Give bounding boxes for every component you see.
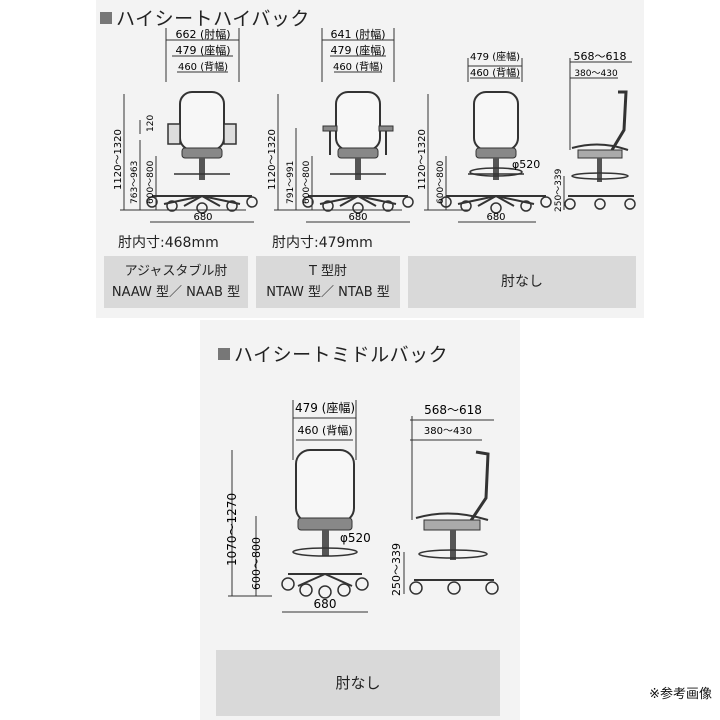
inner-width-t-arm: 肘内寸:479mm (272, 235, 373, 251)
dim-ring-mid: φ520 (340, 531, 371, 545)
dim-seat-width-3: 479 (座幅) (470, 50, 520, 63)
dim-arm-width-2: 641 (肘幅) (330, 27, 385, 41)
dim-arm-height-1: 763～963 (130, 161, 140, 204)
bullet-square-icon (218, 347, 230, 360)
dim-seat-height-3: 600～800 (436, 160, 446, 204)
chair-front-t-arm (274, 28, 414, 223)
dim-side-depth-mid: 568～618 (424, 403, 482, 417)
dim-total-height-mid: 1070～1270 (225, 493, 239, 566)
dim-seat-height-2: 600～800 (302, 160, 312, 204)
label-adjustable-arm: アジャスタブル肘 NAAW 型／ NAAB 型 (104, 256, 248, 308)
dim-side-depth: 568～618 (574, 50, 627, 63)
dim-side-seat-depth-mid: 380～430 (424, 426, 472, 437)
dim-side-foot-height: 250～339 (554, 168, 564, 212)
dim-total-height-3: 1120～1320 (417, 129, 428, 190)
middle-back-section-title: ハイシートミドルバック (218, 340, 448, 367)
dim-base-width-2: 680 (348, 212, 367, 223)
dim-arm-gap-1: 120 (146, 115, 156, 132)
dim-back-width-3: 460 (背幅) (470, 66, 520, 79)
dim-arm-width-1: 662 (肘幅) (175, 27, 230, 41)
high-back-section-title: ハイシートハイバック (100, 4, 310, 31)
chair-side-middle-back (403, 416, 499, 595)
dim-base-width-1: 680 (193, 212, 212, 223)
chair-side-high-back (563, 58, 636, 210)
label-no-arm-high: 肘なし (408, 256, 636, 308)
bullet-square-icon (100, 11, 112, 24)
dim-side-seat-depth: 380～430 (574, 69, 618, 79)
label-no-arm-middle: 肘なし (216, 650, 500, 716)
dim-back-width-2: 460 (背幅) (333, 60, 383, 73)
dim-seat-width-mid: 479 (座幅) (295, 400, 355, 415)
dim-ring-3: φ520 (512, 158, 540, 171)
chair-front-adjustable-arm (120, 28, 258, 223)
dim-seat-height-1: 600～800 (146, 160, 156, 204)
dim-back-width-mid: 460 (背幅) (297, 423, 352, 437)
dim-base-width-3: 680 (486, 212, 505, 223)
dim-total-height-2: 1120～1320 (267, 129, 278, 190)
dim-foot-height-mid: 250～339 (390, 543, 403, 596)
dim-seat-width-1: 479 (座幅) (175, 43, 230, 57)
chair-front-middle-back (228, 400, 369, 613)
inner-width-adjustable: 肘内寸:468mm (118, 235, 219, 251)
label-t-arm: T 型肘 NTAW 型／ NTAB 型 (256, 256, 400, 308)
reference-image-note: ※参考画像 (649, 687, 712, 702)
dim-seat-height-mid: 600～800 (250, 537, 263, 590)
dim-total-height-1: 1120～1320 (113, 129, 124, 190)
dim-base-width-mid: 680 (314, 597, 337, 611)
dim-seat-width-2: 479 (座幅) (330, 43, 385, 57)
dim-arm-height-2: 791～991 (286, 161, 296, 204)
dim-back-width-1: 460 (背幅) (178, 60, 228, 73)
chair-front-no-arm (424, 58, 552, 223)
